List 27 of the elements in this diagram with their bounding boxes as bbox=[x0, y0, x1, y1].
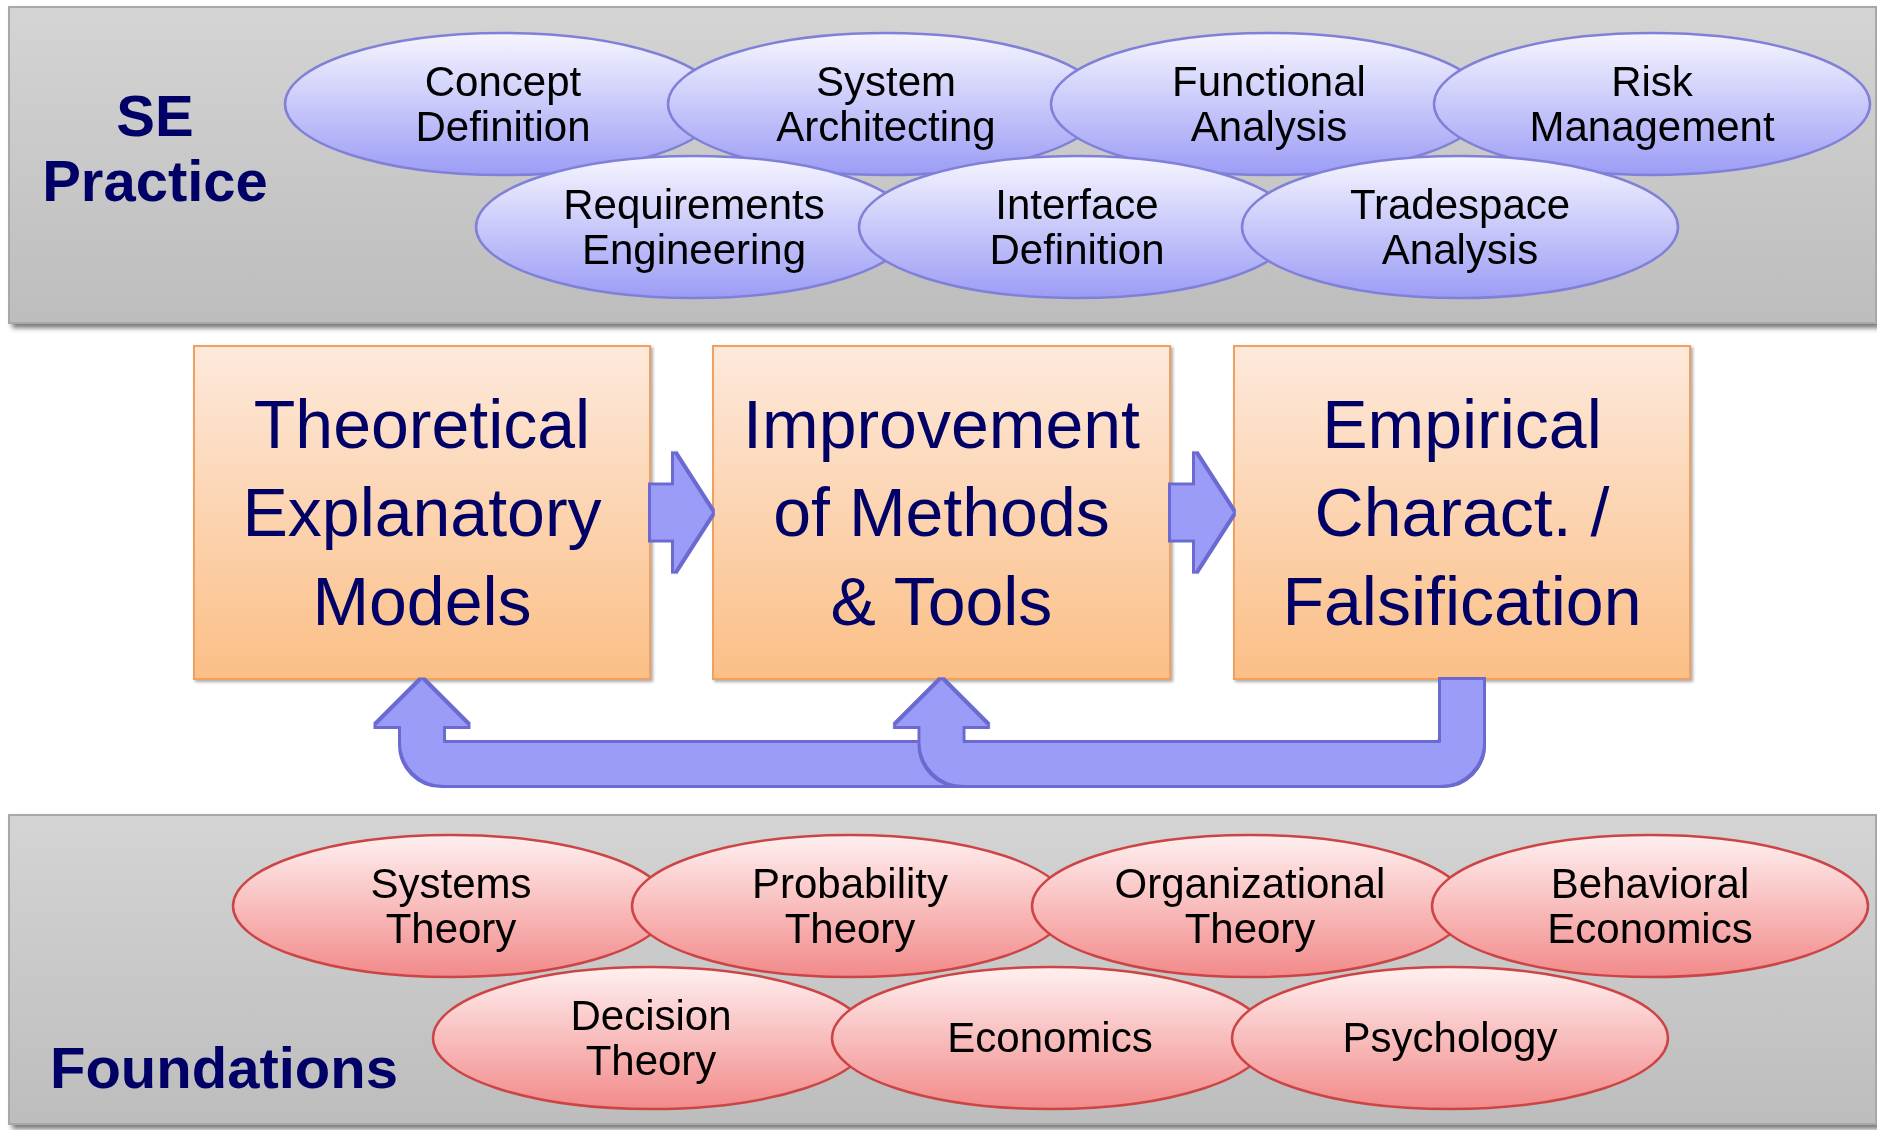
panel-band bbox=[8, 6, 1877, 324]
block-arrow bbox=[1171, 453, 1233, 572]
ellipse-label: Organizational Theory bbox=[1114, 860, 1386, 952]
ellipse-label: Behavioral Economics bbox=[1547, 860, 1753, 952]
ellipse-label: Risk Management bbox=[1529, 58, 1775, 150]
ellipse-label: Psychology bbox=[1342, 1015, 1558, 1061]
ellipse-label: Concept Definition bbox=[415, 58, 591, 150]
ellipse-label: Probability Theory bbox=[751, 860, 949, 952]
ellipse-label: System Architecting bbox=[776, 58, 996, 150]
ellipse-label: Tradespace Analysis bbox=[1349, 181, 1571, 273]
ellipse-label: Functional Analysis bbox=[1172, 58, 1366, 150]
block-arrow bbox=[895, 680, 1483, 785]
box-label: Theoretical Explanatory Models bbox=[241, 384, 603, 641]
ellipse-label: Interface Definition bbox=[989, 181, 1165, 273]
box-label: Empirical Charact. / Falsification bbox=[1281, 384, 1643, 641]
panel-band bbox=[8, 814, 1877, 1125]
band-title: SE Practice bbox=[41, 84, 269, 214]
process-box bbox=[1233, 345, 1691, 680]
process-box bbox=[193, 345, 651, 680]
block-arrow bbox=[651, 453, 712, 572]
ellipse-label: Economics bbox=[947, 1015, 1153, 1061]
ellipse-label: Requirements Engineering bbox=[563, 181, 825, 273]
process-box bbox=[712, 345, 1171, 680]
ellipse-label: Decision Theory bbox=[570, 992, 732, 1084]
box-label: Improvement of Methods & Tools bbox=[742, 384, 1141, 641]
band-title: Foundations bbox=[49, 1036, 399, 1101]
ellipse-label: Systems Theory bbox=[370, 860, 532, 952]
